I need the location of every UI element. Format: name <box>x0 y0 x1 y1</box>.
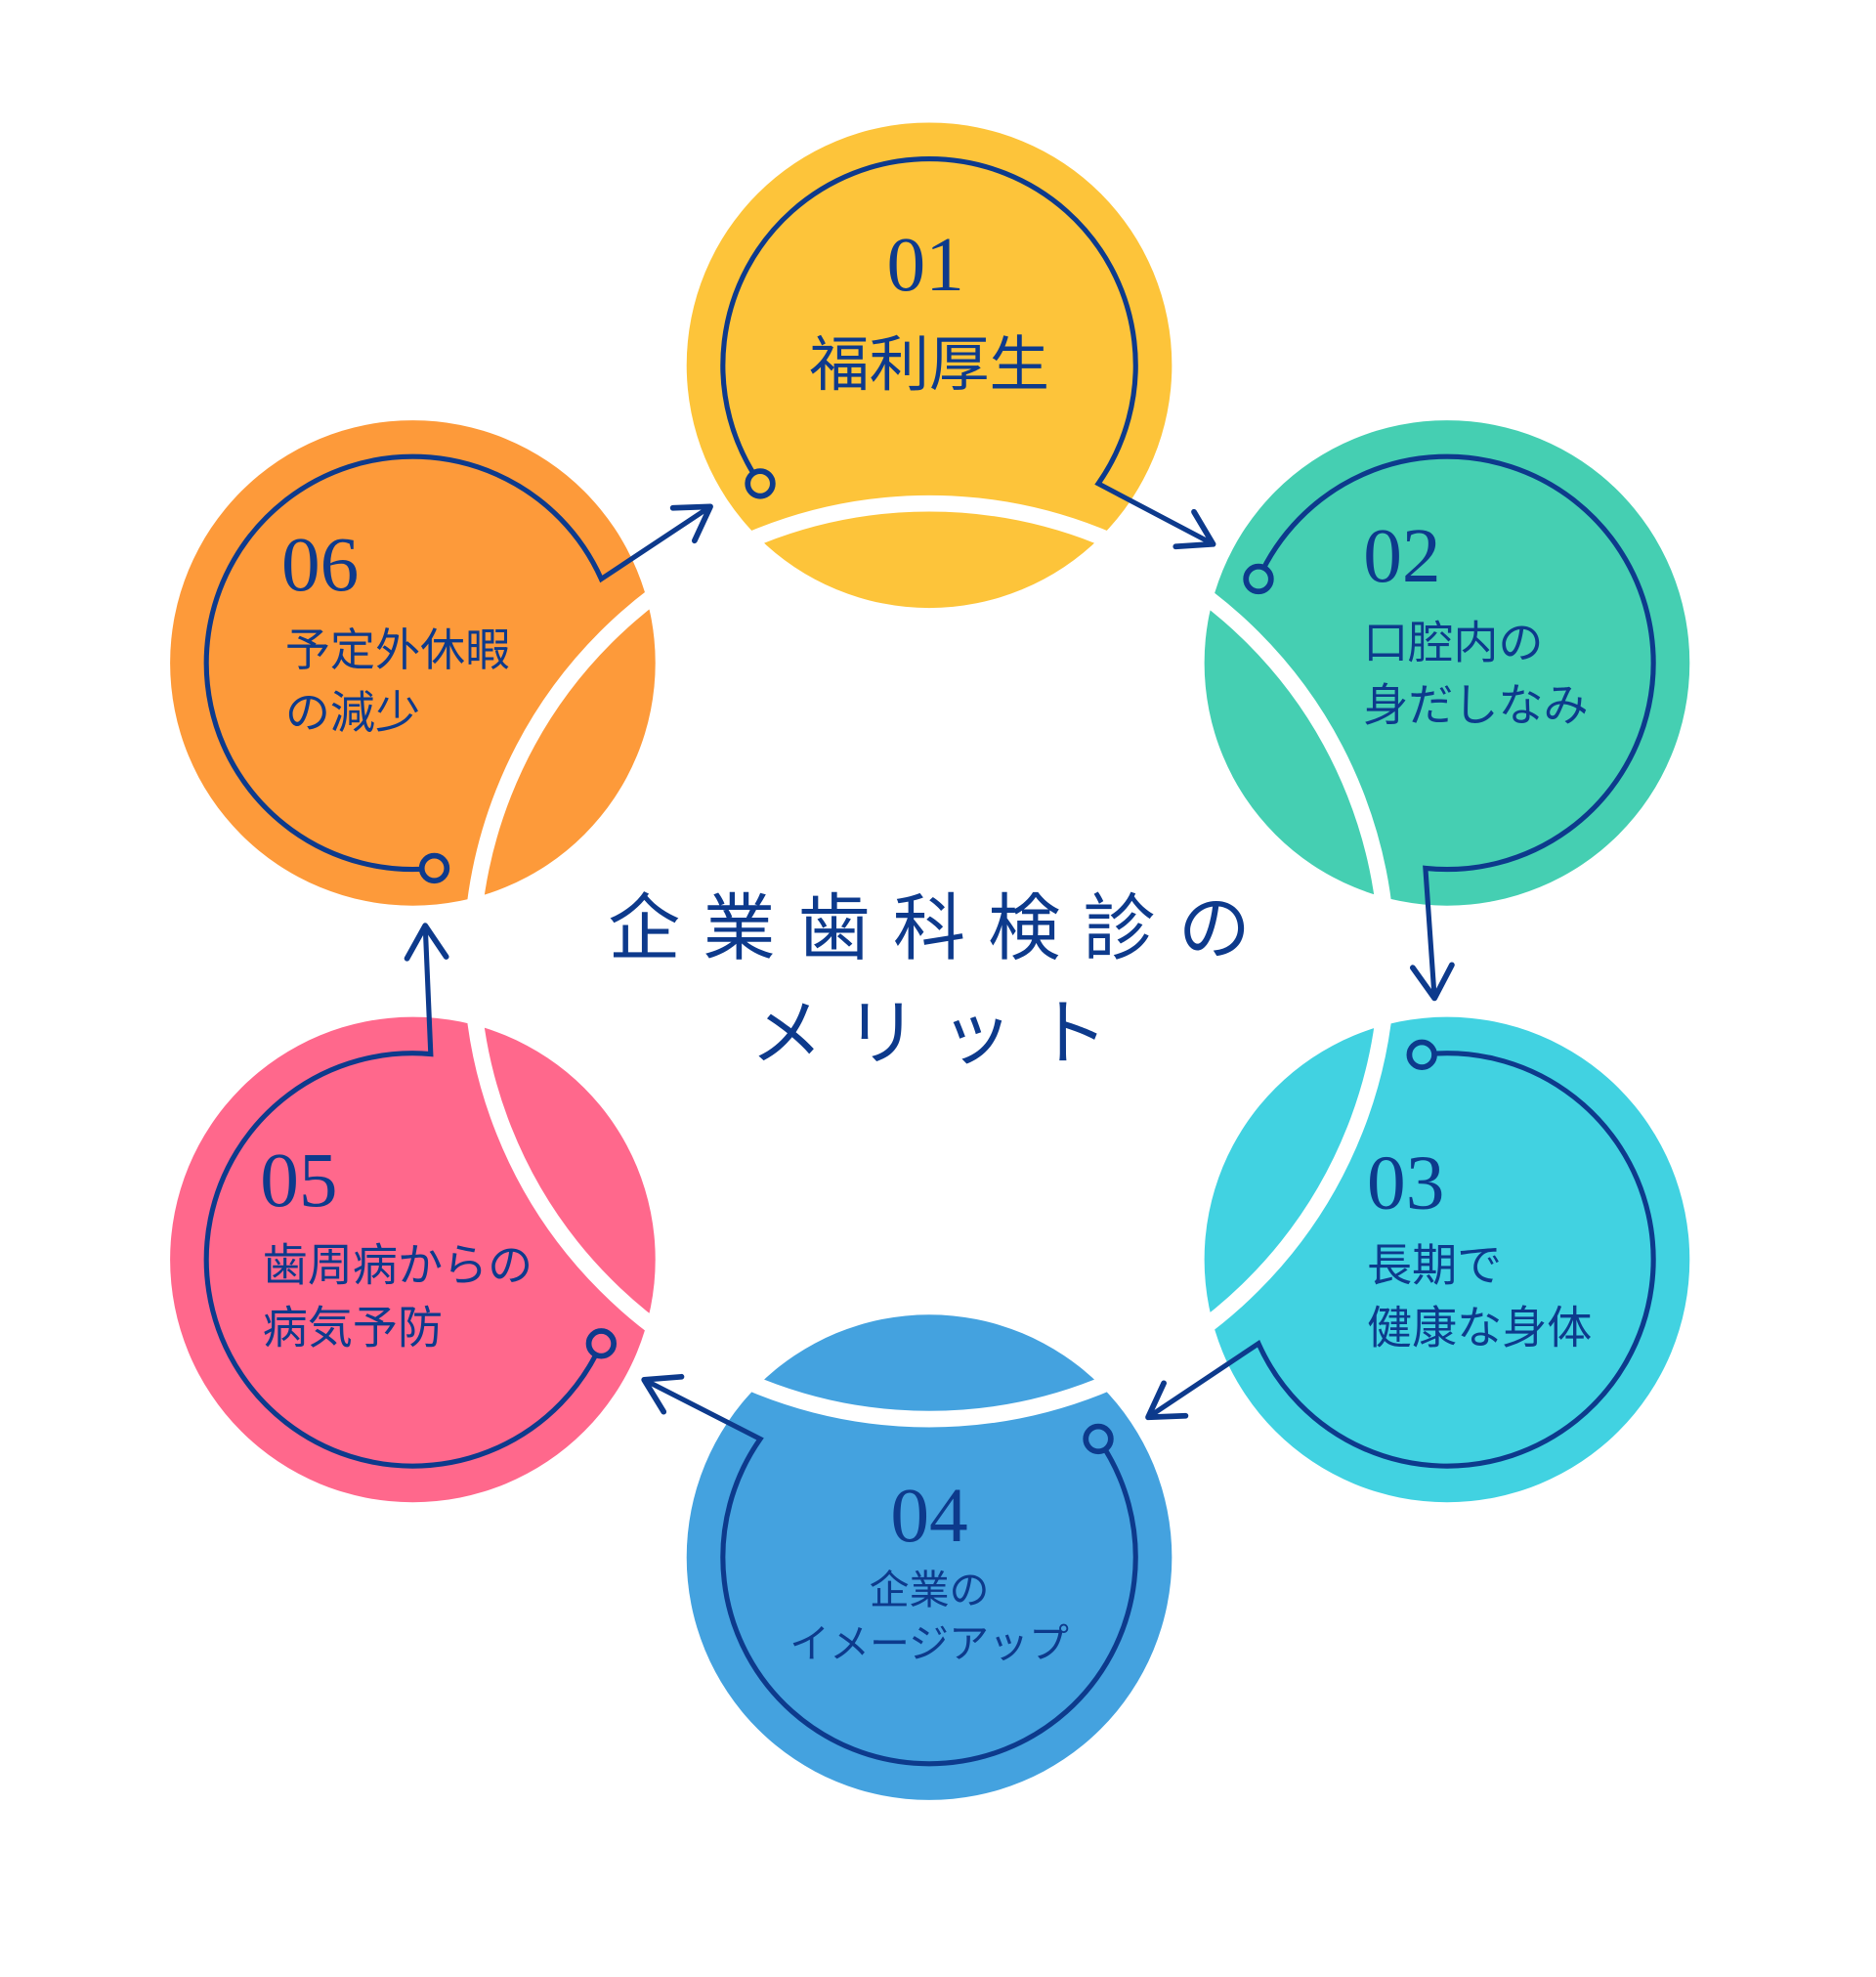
start-dot-icon <box>418 852 450 884</box>
arrowhead-icon <box>1145 1380 1189 1421</box>
benefit-number-01: 01 <box>887 222 964 308</box>
flow-arrow-02 <box>1256 453 1656 999</box>
benefit-label-line: の減少 <box>285 686 420 739</box>
benefit-label-line: イメージアップ <box>789 1620 1069 1667</box>
benefit-label-line: 長期で <box>1367 1239 1502 1292</box>
start-dot-icon <box>1243 563 1274 595</box>
start-dot-icon <box>1083 1423 1114 1455</box>
arrowhead-icon <box>1172 508 1216 550</box>
start-dot-icon <box>1406 1039 1437 1070</box>
benefit-label-line: 病気予防 <box>263 1302 443 1354</box>
benefit-circle-01 <box>686 122 1172 609</box>
benefit-label-line: 健康な身体 <box>1367 1302 1592 1354</box>
diagram-title-line1: 企業歯科検診の <box>608 885 1273 970</box>
benefit-number-03: 03 <box>1367 1139 1444 1225</box>
flow-arrow-03 <box>1146 1051 1656 1469</box>
arrowhead-icon <box>1409 962 1455 1002</box>
benefit-label-line: 歯周病からの <box>263 1239 533 1292</box>
benefit-circle-06 <box>170 420 656 906</box>
benefit-number-04: 04 <box>890 1473 967 1559</box>
benefit-number-02: 02 <box>1363 513 1440 599</box>
flow-arrow-01 <box>720 156 1215 547</box>
diagram-title-line2: メリット <box>750 991 1130 1076</box>
benefit-circle-04 <box>686 1314 1172 1800</box>
benefit-circle-03 <box>1204 1016 1690 1503</box>
benefit-circle-02 <box>1204 420 1690 906</box>
start-dot-icon <box>585 1328 618 1359</box>
benefit-number-06: 06 <box>281 522 359 608</box>
benefit-label-line: 身だしなみ <box>1363 678 1588 731</box>
arrowhead-icon <box>641 1373 685 1415</box>
benefit-circle-05 <box>170 1016 656 1503</box>
start-dot-icon <box>745 468 776 499</box>
flow-arrow-04 <box>643 1377 1138 1767</box>
flow-arrow-05 <box>203 925 604 1469</box>
arrowhead-icon <box>404 923 449 962</box>
benefit-label-line: 口腔内の <box>1363 616 1543 668</box>
benefit-label-line: 予定外休暇 <box>285 623 510 676</box>
benefit-label-line: 企業の <box>870 1567 990 1613</box>
benefit-label-line: 福利厚生 <box>809 330 1049 400</box>
benefit-number-05: 05 <box>260 1138 337 1224</box>
white-ring-divider <box>463 494 1395 1428</box>
arrowhead-icon <box>669 503 713 544</box>
flow-arrow-06 <box>203 453 712 873</box>
